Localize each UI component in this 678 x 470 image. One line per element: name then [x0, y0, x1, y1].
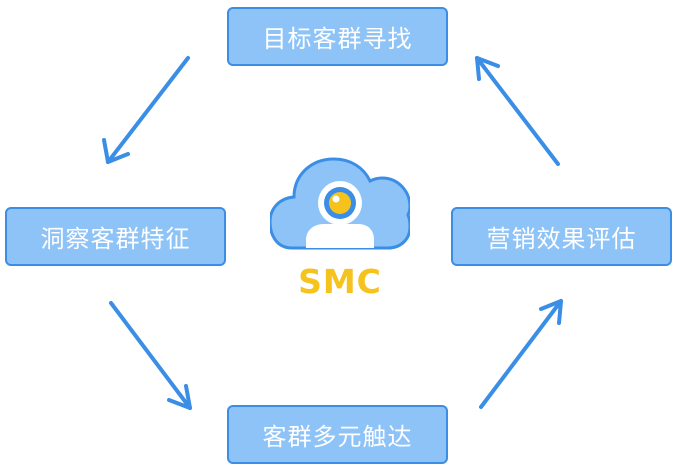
cloud-user-icon: [270, 157, 410, 250]
arrow-top-to-left: [102, 56, 190, 164]
node-multichannel-reach: 客群多元触达: [227, 405, 448, 464]
node-marketing-evaluation: 营销效果评估: [451, 207, 672, 266]
node-customer-insight: 洞察客群特征: [5, 207, 226, 266]
arrow-left-to-bottom: [109, 301, 192, 410]
arrow-bottom-to-right: [479, 299, 563, 409]
brand-label: SMC: [298, 262, 382, 301]
arrow-right-to-top: [475, 56, 560, 166]
node-target-customer-search: 目标客群寻找: [227, 7, 448, 66]
